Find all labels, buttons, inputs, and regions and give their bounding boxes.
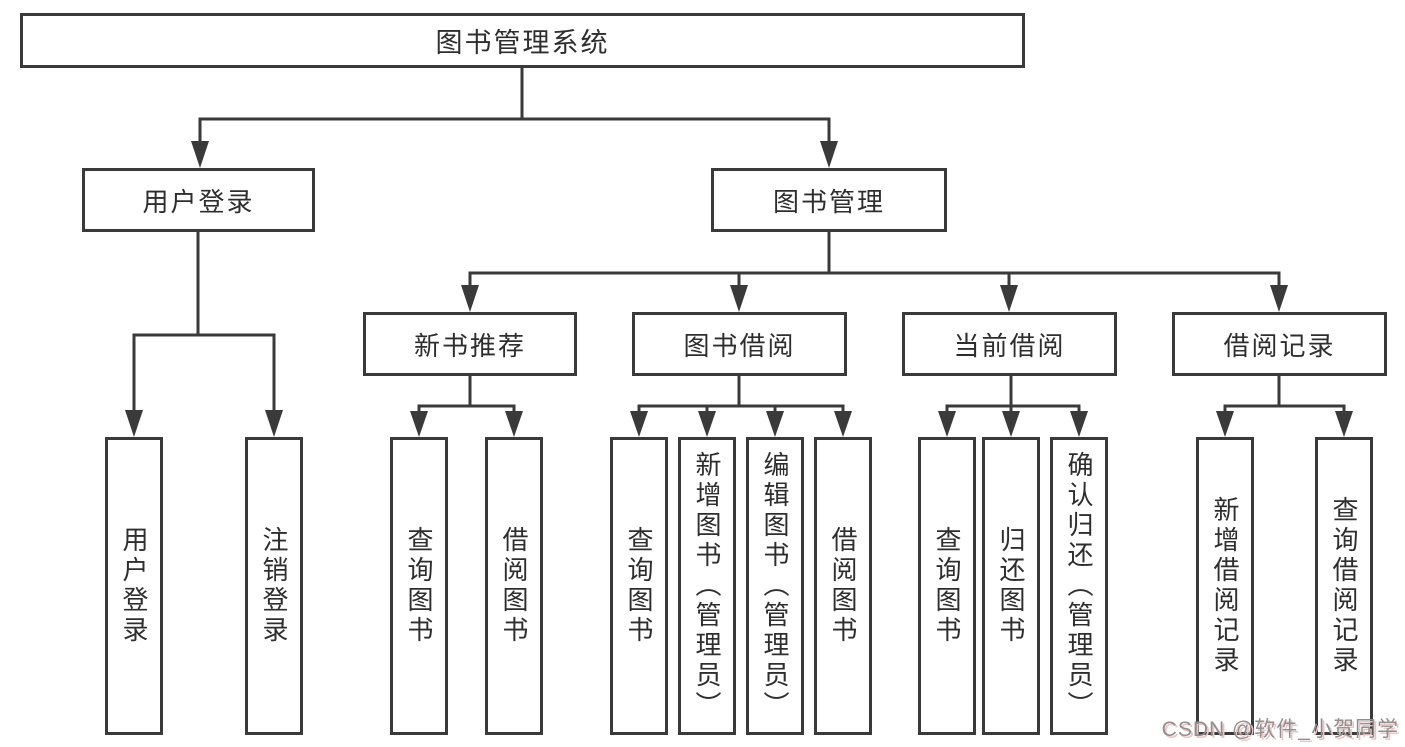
node-label: 查询借阅记录: [1329, 496, 1359, 676]
arrow-head-icon: [698, 411, 716, 437]
connector-user-login-split: [125, 232, 283, 437]
connector-root-split: [191, 68, 838, 168]
arrow-head-icon: [938, 411, 956, 437]
node-current-borrowing: 当前借阅: [902, 312, 1117, 376]
arrow-head-icon: [410, 411, 428, 437]
node-label: 归还图书: [996, 526, 1026, 646]
arrow-head-icon: [1335, 411, 1353, 437]
node-borrow-books-action: 借阅图书: [814, 437, 872, 735]
node-query-books-current: 查询图书: [918, 437, 976, 735]
node-user-login: 用户登录: [82, 168, 315, 232]
arrow-head-icon: [265, 410, 283, 437]
connector-book-management-split: [461, 232, 1288, 312]
node-label: 编辑图书（管理员）: [760, 451, 790, 721]
arrow-head-icon: [125, 410, 143, 437]
node-new-book-recommendation: 新书推荐: [363, 312, 577, 376]
node-label: 查询图书: [404, 526, 434, 646]
node-book-management: 图书管理: [711, 168, 947, 232]
arrow-head-icon: [1216, 411, 1234, 437]
arrow-head-icon: [1070, 411, 1088, 437]
arrow-head-icon: [820, 141, 838, 168]
node-label: 借阅记录: [1223, 330, 1336, 361]
arrow-head-icon: [834, 411, 852, 437]
node-book-borrowing: 图书借阅: [632, 312, 847, 376]
node-label: 用户登录: [142, 186, 255, 217]
arrow-head-icon: [1270, 285, 1288, 312]
node-label: 新书推荐: [413, 330, 526, 361]
csdn-watermark: CSDN @软件_小贺同学: [1161, 718, 1399, 741]
node-add-books-admin: 新增图书（管理员）: [678, 437, 736, 735]
node-borrow-books-recommend: 借阅图书: [485, 437, 543, 735]
node-library-management-system: 图书管理系统: [20, 13, 1025, 68]
node-edit-books-admin: 编辑图书（管理员）: [746, 437, 804, 735]
node-label: 借阅图书: [499, 526, 529, 646]
node-confirm-return-admin: 确认归还（管理员）: [1050, 437, 1108, 735]
node-label: 用户登录: [119, 526, 149, 646]
node-label: 注销登录: [259, 526, 289, 646]
arrow-head-icon: [461, 285, 479, 312]
node-label: 查询图书: [932, 526, 962, 646]
node-label: 确认归还（管理员）: [1064, 451, 1094, 721]
connector-current-borrow-split: [938, 376, 1088, 437]
arrow-head-icon: [766, 411, 784, 437]
node-add-borrow-record: 新增借阅记录: [1196, 437, 1254, 735]
connector-book-borrow-split: [630, 376, 852, 437]
node-label: 新增借阅记录: [1210, 496, 1240, 676]
arrow-head-icon: [505, 411, 523, 437]
node-label: 图书借阅: [683, 330, 796, 361]
node-borrowing-records: 借阅记录: [1172, 312, 1387, 376]
node-user-login-action: 用户登录: [105, 437, 163, 735]
node-query-books-borrow: 查询图书: [610, 437, 668, 735]
arrow-head-icon: [1000, 285, 1018, 312]
arrow-head-icon: [730, 285, 748, 312]
node-label: 借阅图书: [828, 526, 858, 646]
node-return-books: 归还图书: [982, 437, 1040, 735]
node-label: 图书管理系统: [435, 28, 610, 58]
node-query-books-recommend: 查询图书: [390, 437, 448, 735]
node-logout-action: 注销登录: [245, 437, 303, 735]
node-label: 当前借阅: [953, 330, 1066, 361]
arrow-head-icon: [191, 141, 209, 168]
node-label: 图书管理: [772, 186, 885, 217]
arrow-head-icon: [1002, 411, 1020, 437]
arrow-head-icon: [630, 411, 648, 437]
connector-new-book-split: [410, 376, 523, 437]
connector-borrow-record-split: [1216, 376, 1353, 437]
node-label: 新增图书（管理员）: [692, 451, 722, 721]
node-query-borrow-record: 查询借阅记录: [1315, 437, 1373, 735]
node-label: 查询图书: [624, 526, 654, 646]
